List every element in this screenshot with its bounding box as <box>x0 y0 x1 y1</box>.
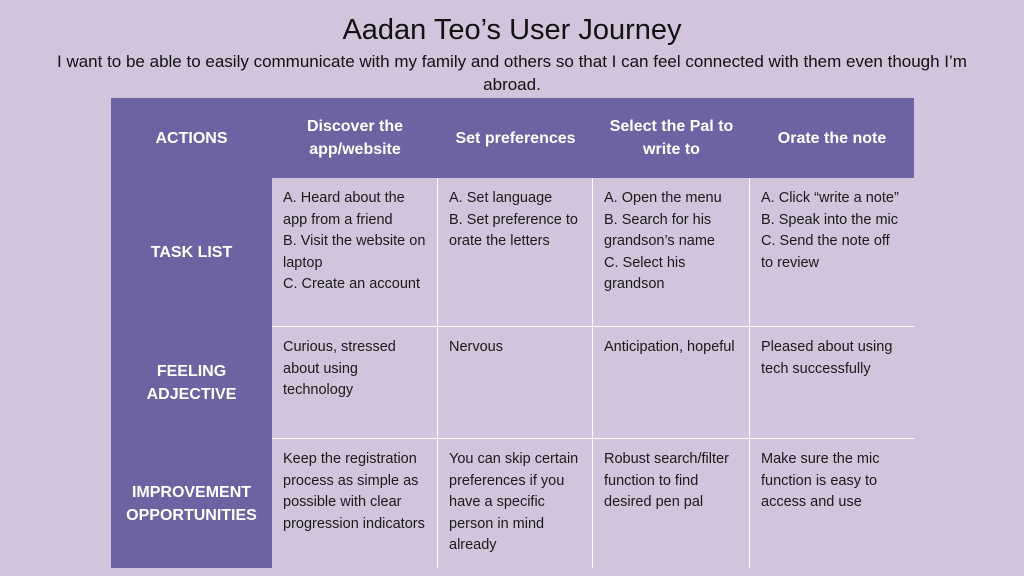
table-cell: A. Click “write a note” B. Speak into th… <box>750 178 914 327</box>
cell-line: Keep the registration process as simple … <box>283 451 425 532</box>
table-cell: A. Open the menu B. Search for his grand… <box>593 178 750 327</box>
cell-line: Pleased about using tech successfully <box>761 339 893 377</box>
cell-line: Curious, stressed about using technology <box>283 339 396 398</box>
cell-line: Make sure the mic function is easy to ac… <box>761 451 880 510</box>
cell-line: A. Set language <box>449 190 553 206</box>
cell-line: B. Search for his grandson’s name <box>604 211 715 250</box>
table-cell: Anticipation, hopeful <box>593 327 750 439</box>
cell-line: B. Set preference to orate the letters <box>449 211 578 250</box>
cell-line: A. Heard about the app from a friend <box>283 190 405 228</box>
cell-line: C. Send the note off to review <box>761 233 890 271</box>
header-discover: Discover the app/website <box>272 98 438 178</box>
page-title: Aadan Teo’s User Journey <box>342 14 682 46</box>
cell-line: B. Speak into the mic <box>761 211 899 228</box>
table-cell: You can skip certain preferences if you … <box>438 439 593 568</box>
table-cell: Make sure the mic function is easy to ac… <box>750 439 914 568</box>
table-cell: Nervous <box>438 327 593 439</box>
cell-line: You can skip certain preferences if you … <box>449 451 579 553</box>
cell-line: B. Visit the website on laptop <box>283 233 426 271</box>
cell-line: Robust search/filter function to find de… <box>604 451 729 510</box>
cell-line: Anticipation, hopeful <box>604 339 735 355</box>
header-orate-note: Orate the note <box>750 98 914 178</box>
table-cell: Pleased about using tech successfully <box>750 327 914 439</box>
row-label-improvement: IMPROVEMENT OPPORTUNITIES <box>111 439 272 568</box>
table-cell: Curious, stressed about using technology <box>272 327 438 439</box>
cell-line: Nervous <box>449 339 503 355</box>
header-set-preferences: Set preferences <box>438 98 593 178</box>
row-label-feeling: FEELING ADJECTIVE <box>111 327 272 439</box>
header-select-pal: Select the Pal to write to <box>593 98 750 178</box>
row-label-task-list: TASK LIST <box>111 178 272 327</box>
cell-line: C. Create an account <box>283 276 421 292</box>
cell-line: A. Open the menu <box>604 190 722 206</box>
page-subtitle: I want to be able to easily communicate … <box>57 52 967 94</box>
table-cell: Keep the registration process as simple … <box>272 439 438 568</box>
header-actions: ACTIONS <box>111 98 272 178</box>
cell-line: C. Select his grandson <box>604 254 686 293</box>
table-cell: A. Set language B. Set preference to ora… <box>438 178 593 327</box>
table-cell: Robust search/filter function to find de… <box>593 439 750 568</box>
journey-table: ACTIONS Discover the app/website Set pre… <box>111 98 914 568</box>
cell-line: A. Click “write a note” <box>761 190 899 206</box>
table-cell: A. Heard about the app from a friend B. … <box>272 178 438 327</box>
